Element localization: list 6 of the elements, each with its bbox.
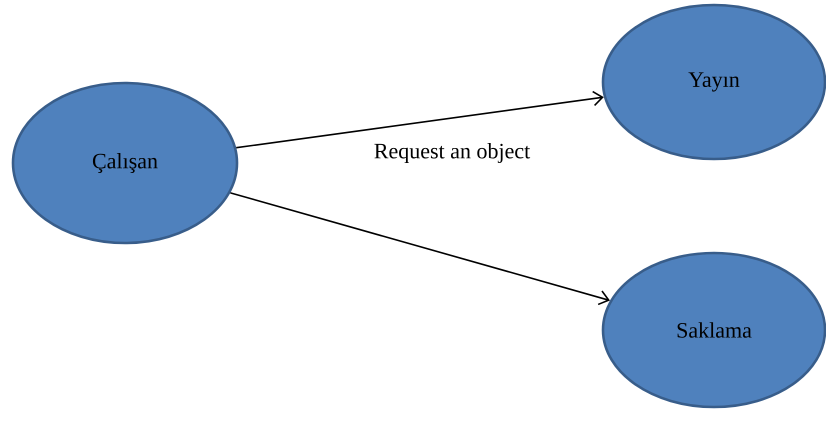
ellipse-node: Saklama: [602, 252, 826, 408]
ellipse-node: Çalışan: [12, 82, 238, 244]
ellipse-node: Yayın: [602, 4, 826, 160]
arrow: [230, 192, 610, 306]
edge-label: Request an object: [374, 143, 530, 163]
arrow: [236, 90, 604, 148]
